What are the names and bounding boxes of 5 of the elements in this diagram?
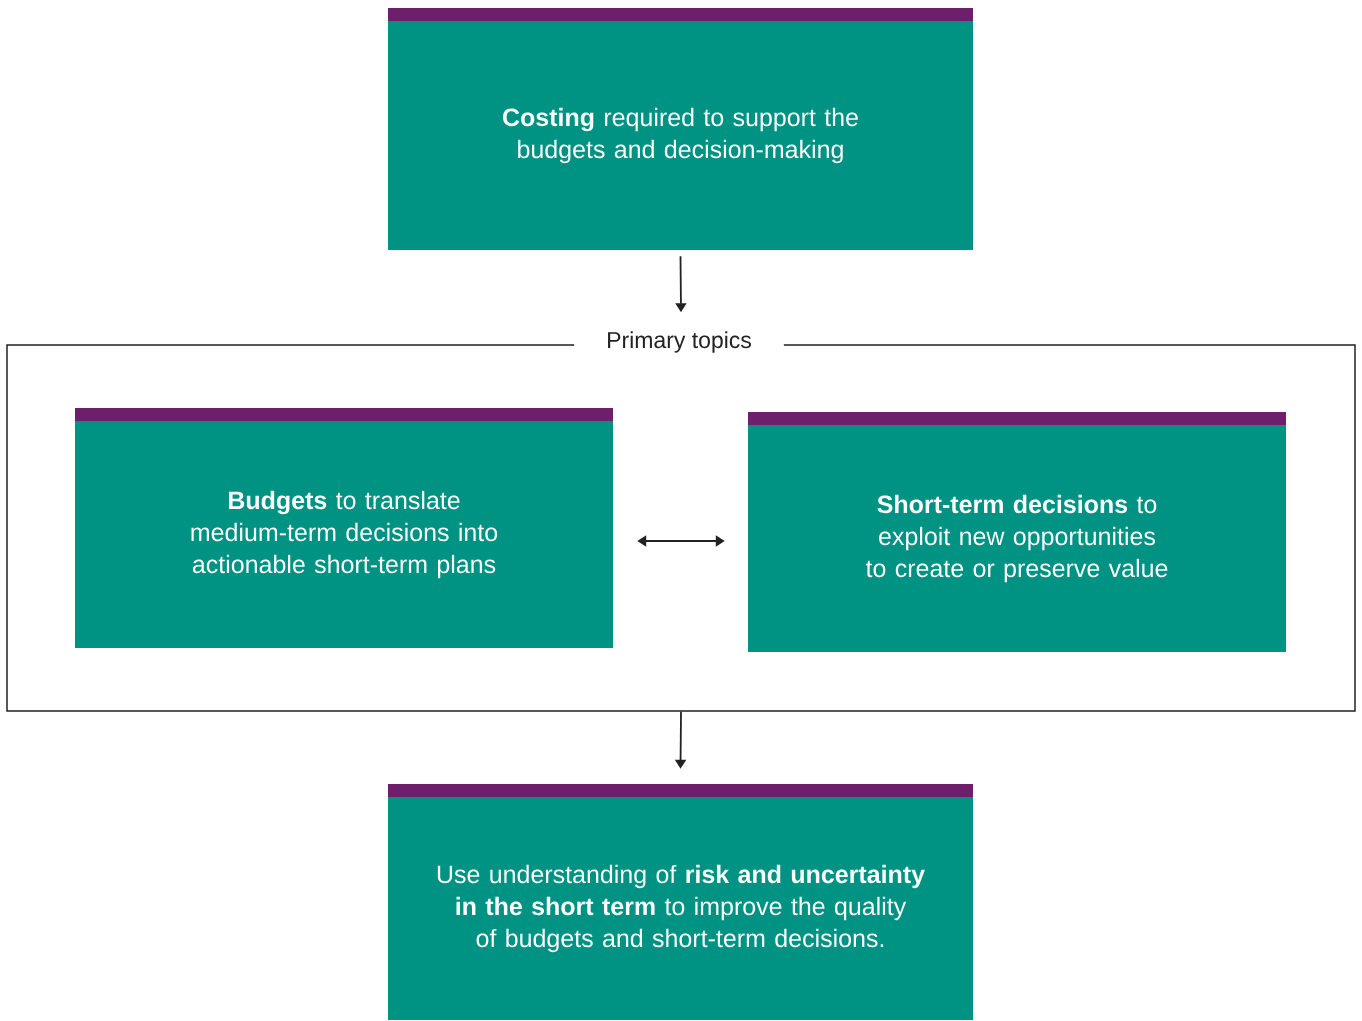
process-box: Short-term decisions to exploit new opportunities to create or preserve value: [748, 412, 1286, 652]
frame-heading: Primary topics: [574, 329, 784, 355]
process-box: Budgets to translate medium-term decisions into actionable short-term plans: [75, 408, 613, 648]
process-box: Costing required to support the budgets and decision-making: [388, 8, 973, 250]
process-box: Use understanding of risk and uncertainty in the short term to improve the quality of budgets and short-term decisions.: [388, 784, 973, 1020]
